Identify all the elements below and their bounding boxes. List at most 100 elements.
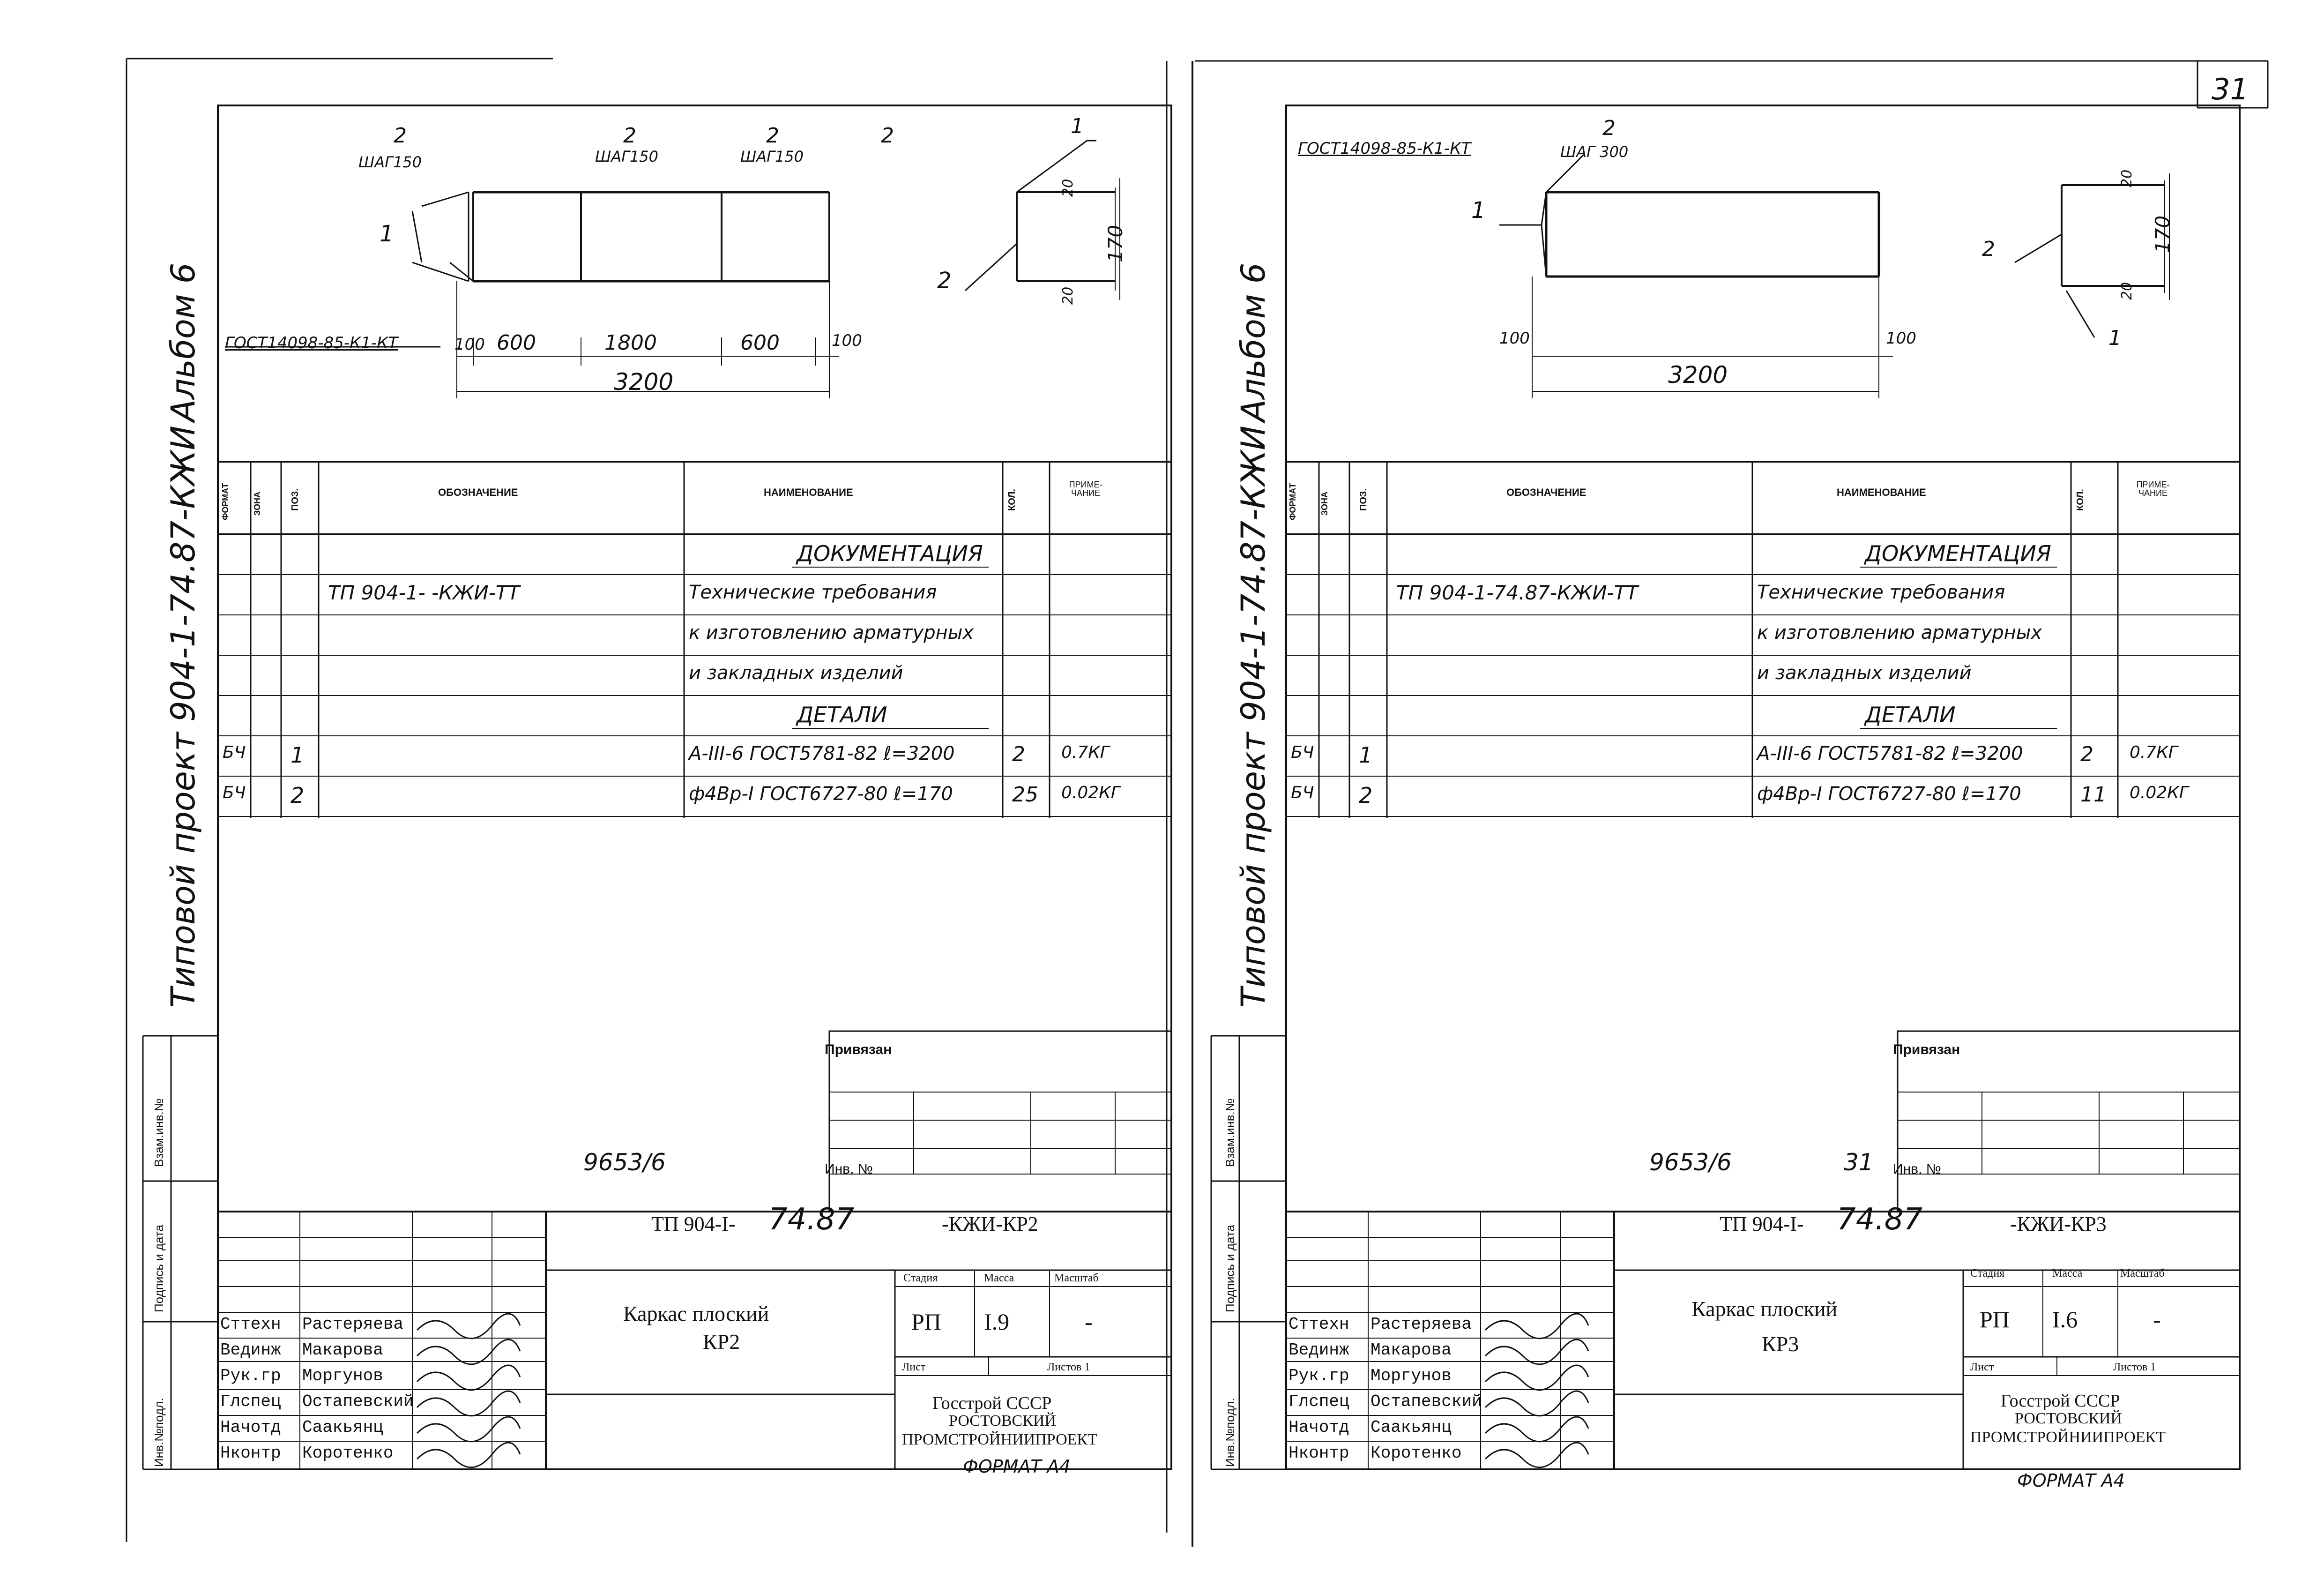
label-gost: ГОСТ14098-85-К1-КТ	[1298, 139, 1471, 158]
org-line-1: Госстрой СССР	[932, 1393, 1052, 1413]
dim-seg-1: 100	[454, 335, 485, 354]
row-note: 0.7КГ	[2130, 743, 2178, 762]
frame-bar	[473, 191, 829, 283]
org-line-3: ПРОМСТРОЙНИИПРОЕКТ	[902, 1431, 1097, 1448]
scale-header: Масштаб	[1054, 1272, 1099, 1284]
person-name: Остапевский	[1371, 1392, 1482, 1411]
person-name: Моргунов	[302, 1366, 383, 1385]
mass-header: Масса	[2052, 1267, 2083, 1280]
person-role: Вединж	[220, 1340, 281, 1360]
dim-seg-5: 100	[1886, 329, 1916, 348]
page-number: 31	[2212, 72, 2249, 106]
row-format: БЧ	[1291, 743, 1314, 762]
row-name: ДОКУМЕНТАЦИЯ	[797, 541, 983, 566]
label-pos-top: 2	[1602, 116, 1616, 140]
row-quantity: 2	[2080, 742, 2093, 766]
section-shape	[2061, 184, 2165, 287]
label-gost: ГОСТ14098-85-К1-КТ	[225, 334, 398, 352]
dim-seg-1: 100	[1499, 329, 1530, 348]
row-note: 0.02КГ	[2130, 783, 2189, 802]
label-pos-top-a: 2	[623, 124, 636, 148]
hdr-designation: ОБОЗНАЧЕНИЕ	[438, 486, 518, 498]
row-position: 1	[1359, 742, 1373, 768]
row-position: 2	[290, 783, 305, 808]
hdr-pos: ПОЗ.	[1358, 488, 1369, 511]
hdr-name: НАИМЕНОВАНИЕ	[764, 486, 853, 498]
listov-header: Листов 1	[1047, 1361, 1090, 1373]
code-suffix: -КЖИ-КР3	[2010, 1212, 2107, 1235]
hdr-qty: КОЛ.	[1007, 489, 1017, 511]
inv-label: Инв. №	[825, 1161, 873, 1177]
label-sec-pos1: 1	[1071, 114, 1084, 138]
person-role: Глспец	[1289, 1392, 1349, 1411]
row-quantity: 25	[1012, 783, 1038, 807]
label-sec-pos2: 2	[937, 268, 952, 294]
title-line-2: КР3	[1762, 1332, 1799, 1356]
side-title: Типовой проект 904-1-74.87-КЖИ	[1234, 426, 1273, 1008]
hdr-note: ПРИМЕ-ЧАНИЕ	[2136, 480, 2170, 498]
privyazan-label: Привязан	[1893, 1042, 1960, 1057]
row-note: 0.02КГ	[1061, 783, 1120, 802]
person-role: Сттехн	[1289, 1315, 1349, 1334]
person-name: Саакьянц	[1371, 1418, 1452, 1437]
side-label-inv: Инв.№подл.	[1223, 1398, 1237, 1467]
hdr-zone: ЗОНА	[253, 491, 262, 516]
privyazan-box	[1897, 1030, 2241, 1212]
row-position: 1	[290, 742, 305, 768]
code-prefix: ТП 904-I-	[1720, 1212, 1804, 1235]
album-label: Альбом 6	[1234, 262, 1273, 422]
signature-scribble	[1484, 1339, 1589, 1365]
label-pitch-3: ШАГ150	[740, 148, 804, 165]
dim-total: 3200	[1668, 361, 1728, 389]
stamp-number: 9653/6	[1649, 1149, 1732, 1176]
hdr-name: НАИМЕНОВАНИЕ	[1837, 486, 1926, 498]
signature-scribble	[1484, 1364, 1589, 1391]
person-name: Растеряева	[1371, 1315, 1472, 1334]
title-line-1: Каркас плоский	[1691, 1297, 1838, 1321]
signature-scribble	[416, 1442, 521, 1468]
person-role: Вединж	[1289, 1340, 1349, 1360]
person-role: Нконтр	[1289, 1444, 1349, 1463]
dim-seg-4: 600	[740, 331, 780, 355]
org-line-2: РОСТОВСКИЙ	[2015, 1410, 2122, 1427]
org-line-1: Госстрой СССР	[2001, 1391, 2120, 1411]
side-title: Типовой проект 904-1-74.87-КЖИ	[164, 426, 202, 1008]
person-role: Начотд	[1289, 1418, 1349, 1437]
label-pitch-1: ШАГ150	[358, 153, 422, 171]
row-name: ДОКУМЕНТАЦИЯ	[1865, 541, 2051, 566]
stadia-header: Стадия	[903, 1272, 938, 1284]
label-pos-left: 1	[1471, 197, 1486, 224]
dim-sec-top: 20	[1060, 179, 1076, 197]
stadia-value: РП	[1980, 1306, 2010, 1332]
person-name: Моргунов	[1371, 1366, 1452, 1385]
hdr-qty: КОЛ.	[2075, 489, 2086, 511]
row-format: БЧ	[223, 743, 246, 762]
dim-seg-5: 100	[832, 331, 862, 350]
section-shape	[1016, 191, 1115, 282]
frame-bar	[1545, 191, 1880, 278]
label-pos-top: 2	[394, 124, 407, 148]
scale-value: -	[1085, 1309, 1093, 1335]
hdr-designation: ОБОЗНАЧЕНИЕ	[1506, 486, 1587, 498]
row-name: к изготовлению арматурных	[1757, 622, 2042, 644]
row-format: БЧ	[1291, 783, 1314, 802]
label-pos-left: 1	[380, 221, 394, 247]
code-suffix: -КЖИ-КР2	[942, 1212, 1038, 1235]
inv-label: Инв. №	[1893, 1161, 1941, 1177]
person-name: Растеряева	[302, 1315, 404, 1334]
list-header: Лист	[902, 1361, 926, 1373]
side-label-vzam: Взам.инв.№	[1223, 1098, 1237, 1167]
dim-total: 3200	[614, 368, 674, 396]
row-quantity: 2	[1012, 742, 1025, 766]
stadia-value: РП	[911, 1309, 941, 1335]
stamp-sheet: 31	[1844, 1149, 1874, 1176]
leader-lines	[412, 191, 469, 282]
org-line-3: ПРОМСТРОЙНИИПРОЕКТ	[1970, 1429, 2166, 1446]
person-role: Рук.гр	[220, 1366, 281, 1385]
row-name: Технические требования	[1757, 582, 2005, 603]
dim-seg-2: 600	[497, 331, 536, 355]
signature-scribble	[416, 1364, 521, 1391]
person-role: Глспец	[220, 1392, 281, 1411]
